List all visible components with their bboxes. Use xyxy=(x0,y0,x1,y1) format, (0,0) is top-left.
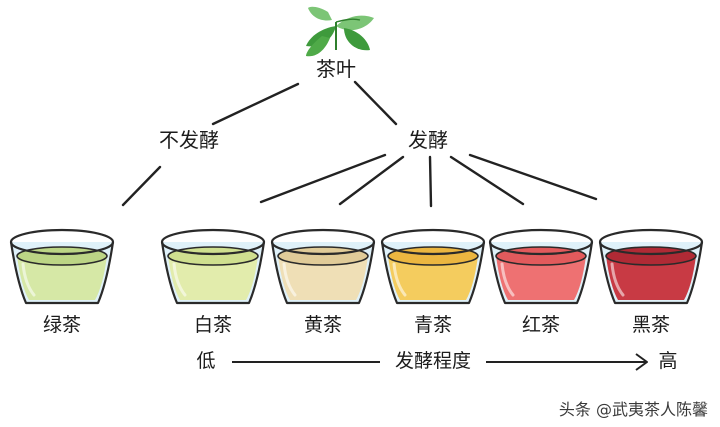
fermentation-scale xyxy=(232,353,648,371)
arrow-right-icon xyxy=(635,353,648,371)
line-to-red-tea xyxy=(449,155,525,206)
line-root-to-unfermented xyxy=(211,82,300,126)
cup-label-white-tea: 白茶 xyxy=(193,314,233,336)
line-to-green-tea xyxy=(121,165,162,207)
line-to-oolong-tea xyxy=(428,155,433,208)
cups-row xyxy=(9,228,704,305)
branch-unfermented-label: 不发酵 xyxy=(159,128,219,152)
cup-icon-dark-tea xyxy=(598,228,704,305)
cup-icon-yellow-tea xyxy=(270,228,376,305)
cup-icon-red-tea xyxy=(488,228,594,305)
cup-icon-white-tea xyxy=(160,228,266,305)
cup-label-oolong-tea: 青茶 xyxy=(413,314,453,336)
watermark: 头条 @武夷茶人陈馨 xyxy=(558,400,708,419)
tree-lines xyxy=(121,80,598,208)
cup-label-dark-tea: 黑茶 xyxy=(631,314,671,336)
cup-icon-oolong-tea xyxy=(380,228,486,305)
cup-label-red-tea: 红茶 xyxy=(521,314,561,336)
line-to-dark-tea xyxy=(468,153,598,201)
cup-icon-green-tea xyxy=(9,228,115,305)
cup-label-green-tea: 绿茶 xyxy=(42,314,82,336)
scale-low-label: 低 xyxy=(196,350,216,372)
tea-leaf-icon xyxy=(306,6,374,57)
cup-label-yellow-tea: 黄茶 xyxy=(303,314,343,336)
line-to-yellow-tea xyxy=(338,155,405,206)
root-label: 茶叶 xyxy=(316,57,356,81)
line-root-to-fermented xyxy=(353,80,398,126)
line-to-white-tea xyxy=(259,153,387,204)
scale-high-label: 高 xyxy=(658,350,678,372)
scale-middle-label: 发酵程度 xyxy=(394,350,472,372)
branch-fermented-label: 发酵 xyxy=(408,128,448,152)
